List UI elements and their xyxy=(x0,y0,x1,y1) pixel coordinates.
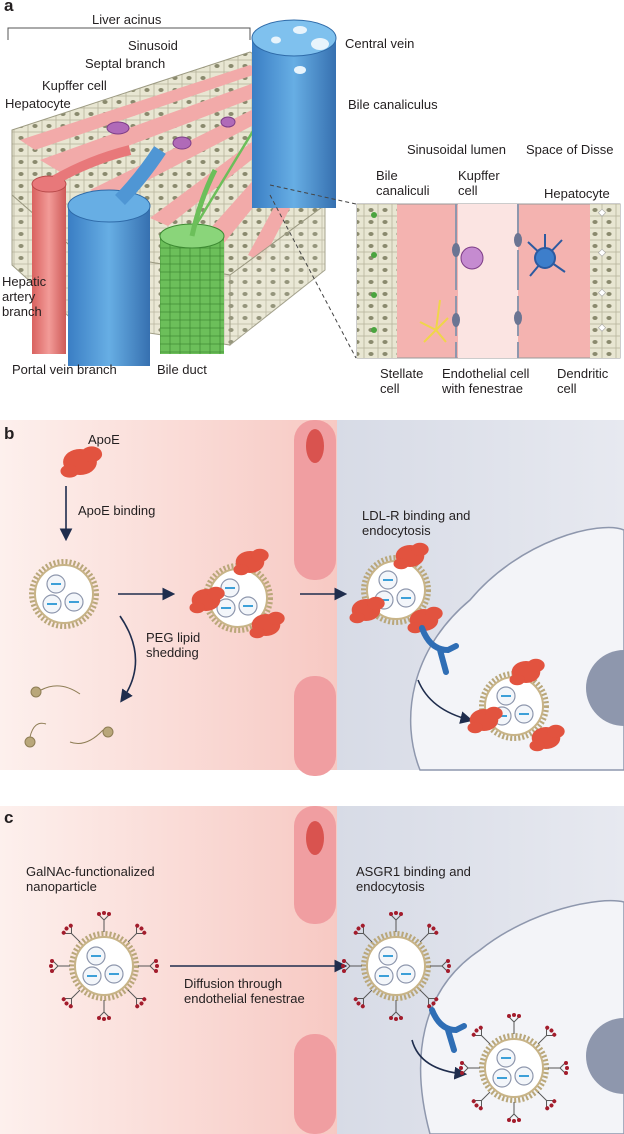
panel-c-background xyxy=(0,806,624,1134)
label-liver-acinus: Liver acinus xyxy=(92,12,162,27)
label-endothelial-cell: Endothelial cell with fenestrae xyxy=(442,366,530,396)
label-apoe-binding: ApoE binding xyxy=(78,503,156,518)
bile-duct xyxy=(159,168,225,354)
shed-peg-lipids xyxy=(24,685,114,748)
portal-vein-branch xyxy=(67,146,166,366)
label-inset-hepatocyte: Hepatocyte xyxy=(544,186,610,201)
panel-a-illustration xyxy=(7,19,621,366)
label-hepatocyte: Hepatocyte xyxy=(5,96,71,111)
panel-b-background xyxy=(0,420,624,770)
sinusoid-inset xyxy=(356,203,621,359)
label-hepatic-artery-branch: Hepatic artery branch xyxy=(2,274,47,319)
label-kupffer-cell: Kupffer cell xyxy=(42,78,107,93)
label-sinusoid: Sinusoid xyxy=(128,38,178,53)
label-bile-duct: Bile duct xyxy=(157,362,207,377)
panel-a-label: a xyxy=(4,0,14,15)
hepatic-artery-branch xyxy=(31,145,132,354)
label-diffusion: Diffusion through endothelial fenestrae xyxy=(184,976,305,1006)
inset-stellate-cell xyxy=(419,299,449,343)
label-stellate-cell: Stellate cell xyxy=(380,366,424,396)
inset-kupffer-cell xyxy=(460,246,484,270)
label-bile-canaliculi: Bile canaliculi xyxy=(376,168,430,198)
label-ldlr: LDL-R binding and endocytosis xyxy=(362,508,471,538)
label-inset-kupffer-cell: Kupffer cell xyxy=(458,168,500,198)
label-central-vein: Central vein xyxy=(345,36,415,51)
label-asgr1: ASGR1 binding and endocytosis xyxy=(356,864,471,894)
label-septal-branch: Septal branch xyxy=(85,56,166,71)
inset-dendritic-cell xyxy=(527,234,566,277)
acinus-bracket xyxy=(7,27,251,40)
label-bile-canaliculus: Bile canaliculus xyxy=(348,97,438,112)
panel-b-label: b xyxy=(4,424,15,443)
label-apoe: ApoE xyxy=(88,432,120,447)
label-space-of-disse: Space of Disse xyxy=(526,142,614,157)
central-vein xyxy=(251,19,337,208)
label-dendritic-cell: Dendritic cell xyxy=(557,366,609,396)
label-peg-shedding: PEG lipid shedding xyxy=(146,630,201,660)
panel-c-label: c xyxy=(4,808,14,827)
label-galnac: GalNAc-functionalized nanoparticle xyxy=(26,864,155,894)
label-portal-vein-branch: Portal vein branch xyxy=(12,362,117,377)
label-sinusoidal-lumen: Sinusoidal lumen xyxy=(407,142,507,157)
